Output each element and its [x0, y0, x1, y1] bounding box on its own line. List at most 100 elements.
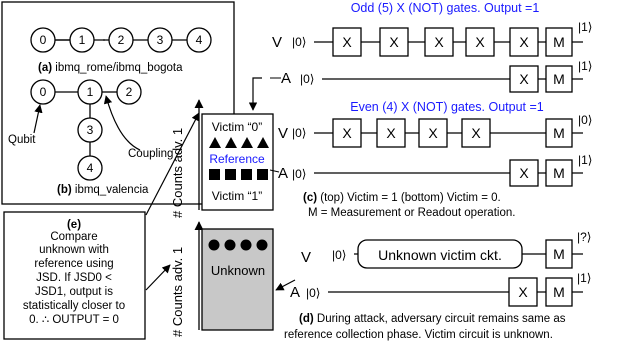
victim-init-state: |0⟩	[292, 35, 306, 49]
svg-text:X: X	[342, 34, 352, 50]
node-label: 2	[118, 33, 125, 47]
svg-text:M: M	[553, 125, 565, 141]
svg-text:M: M	[553, 34, 565, 50]
coupling-label: Coupling	[128, 148, 173, 160]
svg-text:Unknown victim ckt.: Unknown victim ckt.	[378, 247, 502, 263]
panel-e-line: Compare	[50, 231, 97, 243]
svg-text:X: X	[475, 34, 485, 50]
victim1-label: Victim “1”	[212, 189, 262, 203]
x-gates-odd: X X X X X	[332, 27, 539, 57]
topology-panel: 0 1 2 3 4 (a) ibmq_rome/ibmq_bogota 0 1 …	[1, 1, 235, 205]
node-label: 0	[40, 85, 47, 99]
node-label: 3	[87, 123, 94, 137]
reference-axis-label: # Counts adv. 1	[170, 128, 185, 218]
panel-e-line: JSD1, output is	[35, 286, 113, 298]
panel-d-caption-line1: (d) During attack, adversary circuit rem…	[299, 313, 566, 325]
node-label: 0	[40, 33, 47, 47]
svg-text:M: M	[553, 246, 565, 262]
adversary-wire-label: A	[281, 70, 291, 87]
adversary-init-state: |0⟩	[300, 72, 314, 86]
qubit-node	[186, 27, 212, 53]
victim-init-state: |0⟩	[332, 248, 346, 262]
panel-e-arrow-unknown	[145, 264, 171, 291]
panel-e-frame	[3, 211, 146, 340]
victim-output: |0⟩	[578, 113, 592, 127]
circuit-even-title: Even (4) X (NOT) gates. Output =1	[350, 100, 544, 114]
qubit-pointer	[33, 104, 43, 134]
panel-e-line: statistically closer to	[23, 300, 125, 312]
panel-e-tag: (e)	[67, 219, 81, 231]
unknown-label: Unknown	[211, 263, 265, 278]
svg-text:X: X	[342, 125, 352, 141]
qubit-node	[147, 27, 173, 53]
adversary-output: |1⟩	[578, 153, 592, 167]
svg-text:M: M	[553, 71, 565, 87]
node-label: 3	[157, 33, 164, 47]
svg-text:M: M	[553, 284, 565, 300]
victim-output: |1⟩	[578, 20, 592, 34]
adversary-output: |1⟩	[577, 271, 591, 285]
panel-e-line: JSD. If JSD0 <	[36, 272, 112, 284]
reference-box	[201, 113, 274, 211]
node-label: 2	[126, 85, 133, 99]
adversary-init-state: |0⟩	[292, 167, 306, 181]
svg-text:X: X	[389, 34, 399, 50]
victim1-squares	[209, 169, 268, 180]
node-label: 4	[87, 161, 94, 175]
unknown-histogram: # Counts adv. 1 Unknown	[170, 221, 296, 337]
qubit-node	[69, 27, 95, 53]
victim-output: |?⟩	[577, 230, 591, 244]
victim0-label: Victim “0”	[212, 120, 262, 134]
svg-text:X: X	[386, 125, 396, 141]
unknown-axis-label: # Counts adv. 1	[170, 247, 185, 337]
panel-e: (e) Compare unknown with reference using…	[3, 112, 200, 340]
svg-text:X: X	[519, 71, 529, 87]
svg-text:X: X	[471, 125, 481, 141]
qubit-node	[116, 79, 142, 105]
panel-e-line: 0. ∴ OUTPUT = 0	[29, 314, 119, 326]
unknown-link-arrow	[275, 279, 296, 291]
panel-e-arrow-reference	[145, 112, 200, 216]
qubit-label: Qubit	[8, 134, 36, 146]
valencia-topology: 0 1 2 3 4 Qubit Coupling (b) ibmq_valenc…	[8, 79, 173, 196]
svg-text:X: X	[519, 34, 529, 50]
measure-gate	[545, 118, 573, 148]
svg-text:M: M	[553, 165, 565, 181]
coupling-pointer	[103, 95, 141, 151]
reference-histogram: # Counts adv. 1 Victim “0” Reference Vic…	[170, 77, 274, 218]
reference-link-arrow	[248, 77, 262, 111]
adversary-init-state: |0⟩	[306, 286, 320, 300]
circuit-even: Even (4) X (NOT) gates. Output =1 V |0⟩ …	[269, 100, 592, 187]
svg-text:X: X	[518, 284, 528, 300]
adversary-wire-label: A	[278, 165, 288, 182]
node-label: 1	[79, 33, 86, 47]
victim-wire-label: V	[301, 249, 311, 266]
reference-label: Reference	[209, 152, 265, 166]
qubit-node	[30, 79, 56, 105]
circuit-odd-title: Odd (5) X (NOT) gates. Output =1	[351, 1, 540, 15]
node-label: 1	[87, 85, 94, 99]
victim-wire-label: V	[272, 34, 282, 51]
panel-d-caption-line2: reference collection phase. Victim circu…	[284, 329, 553, 341]
circuit-unknown: V |0⟩ Unknown victim ckt. M |?⟩ A |0⟩ X …	[290, 230, 591, 307]
panel-e-line: reference using	[34, 258, 113, 270]
qubit-node	[77, 79, 103, 105]
panel-b-caption: (b) ibmq_valencia	[57, 184, 149, 196]
panel-a-caption: (a) ibmq_rome/ibmq_bogota	[38, 62, 183, 74]
node-label: 4	[196, 33, 203, 47]
qubit-node	[77, 155, 103, 181]
adversary-wire-label: A	[290, 284, 300, 301]
victim-init-state: |0⟩	[292, 126, 306, 140]
adversary-output: |1⟩	[578, 59, 592, 73]
panel-c-caption-line2: M = Measurement or Readout operation.	[308, 207, 515, 219]
measure-gate	[545, 27, 573, 57]
unknown-circles	[208, 239, 268, 251]
topology-frame	[1, 1, 235, 205]
victim0-triangles	[209, 137, 269, 148]
circuit-odd: Odd (5) X (NOT) gates. Output =1 V |0⟩ X…	[270, 1, 592, 93]
rome-bogota-topology: 0 1 2 3 4 (a) ibmq_rome/ibmq_bogota	[30, 27, 212, 74]
svg-text:X: X	[428, 125, 438, 141]
qubit-node	[30, 27, 56, 53]
qubit-node	[108, 27, 134, 53]
